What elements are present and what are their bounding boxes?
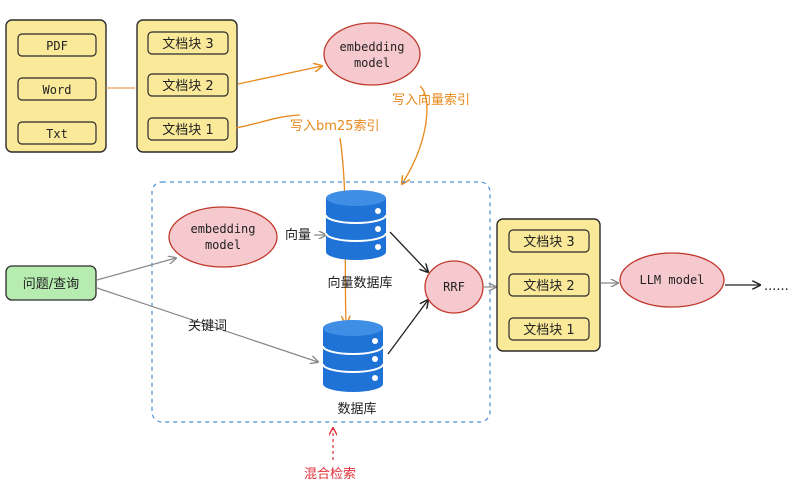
- write-vector-index-label: 写入向量索引: [392, 92, 470, 108]
- chunks-panel-right: 文档块 3 文档块 2 文档块 1: [496, 218, 601, 352]
- chunk-top-2: 文档块 2: [162, 79, 213, 94]
- db-label: 数据库: [337, 401, 376, 417]
- embedding-inner-line2: model: [205, 238, 241, 252]
- embedding-top-line2: model: [354, 56, 390, 70]
- chunk-top-3: 文档块 3: [162, 37, 213, 52]
- arrow-query-to-embedding: [96, 258, 176, 281]
- source-word-label: Word: [43, 83, 72, 97]
- arrow-chunks-to-embedding: [237, 66, 322, 85]
- chunks-panel-top: 文档块 3 文档块 2 文档块 1: [136, 19, 238, 153]
- vector-label: 向量: [285, 227, 311, 243]
- sources-panel: PDF Word Txt: [5, 19, 107, 153]
- source-word: Word: [17, 77, 97, 101]
- keyword-label: 关键词: [188, 319, 227, 334]
- rrf-label: RRF: [443, 280, 465, 294]
- llm-label: LLM model: [639, 273, 704, 287]
- output-ellipsis: ......: [764, 279, 789, 294]
- arrow-chunks-to-bm25: [235, 114, 301, 129]
- vector-database-icon: [325, 190, 387, 260]
- hybrid-search-label: 混合检索: [304, 467, 356, 482]
- query-box: 问题/查询: [5, 265, 97, 301]
- chunk-top-1: 文档块 1: [162, 123, 213, 138]
- chunk-right-2: 文档块 2: [523, 279, 574, 294]
- embedding-model-inner: embedding model: [168, 206, 278, 268]
- source-txt-label: Txt: [46, 127, 68, 141]
- arrow-vector-db-to-rrf: [389, 231, 428, 272]
- source-txt: Txt: [17, 121, 97, 145]
- hybrid-search-region: [151, 181, 491, 423]
- vector-db-label: 向量数据库: [327, 275, 392, 291]
- embedding-model-top: embedding model: [323, 22, 421, 86]
- rrf-node: RRF: [424, 260, 484, 314]
- embedding-inner-line1: embedding: [190, 222, 255, 236]
- arrow-embedding-to-vector-db: [402, 85, 428, 184]
- arrow-query-to-db: [96, 287, 318, 362]
- source-pdf-label: PDF: [46, 39, 68, 53]
- chunk-right-1: 文档块 1: [523, 323, 574, 338]
- llm-model-node: LLM model: [619, 252, 725, 308]
- arrow-db-to-rrf: [387, 300, 428, 355]
- source-pdf: PDF: [17, 33, 97, 57]
- chunk-right-3: 文档块 3: [523, 235, 574, 250]
- query-label: 问题/查询: [23, 277, 79, 292]
- embedding-top-line1: embedding: [339, 40, 404, 54]
- write-bm25-index-label: 写入bm25索引: [290, 119, 379, 134]
- database-icon: [322, 320, 384, 392]
